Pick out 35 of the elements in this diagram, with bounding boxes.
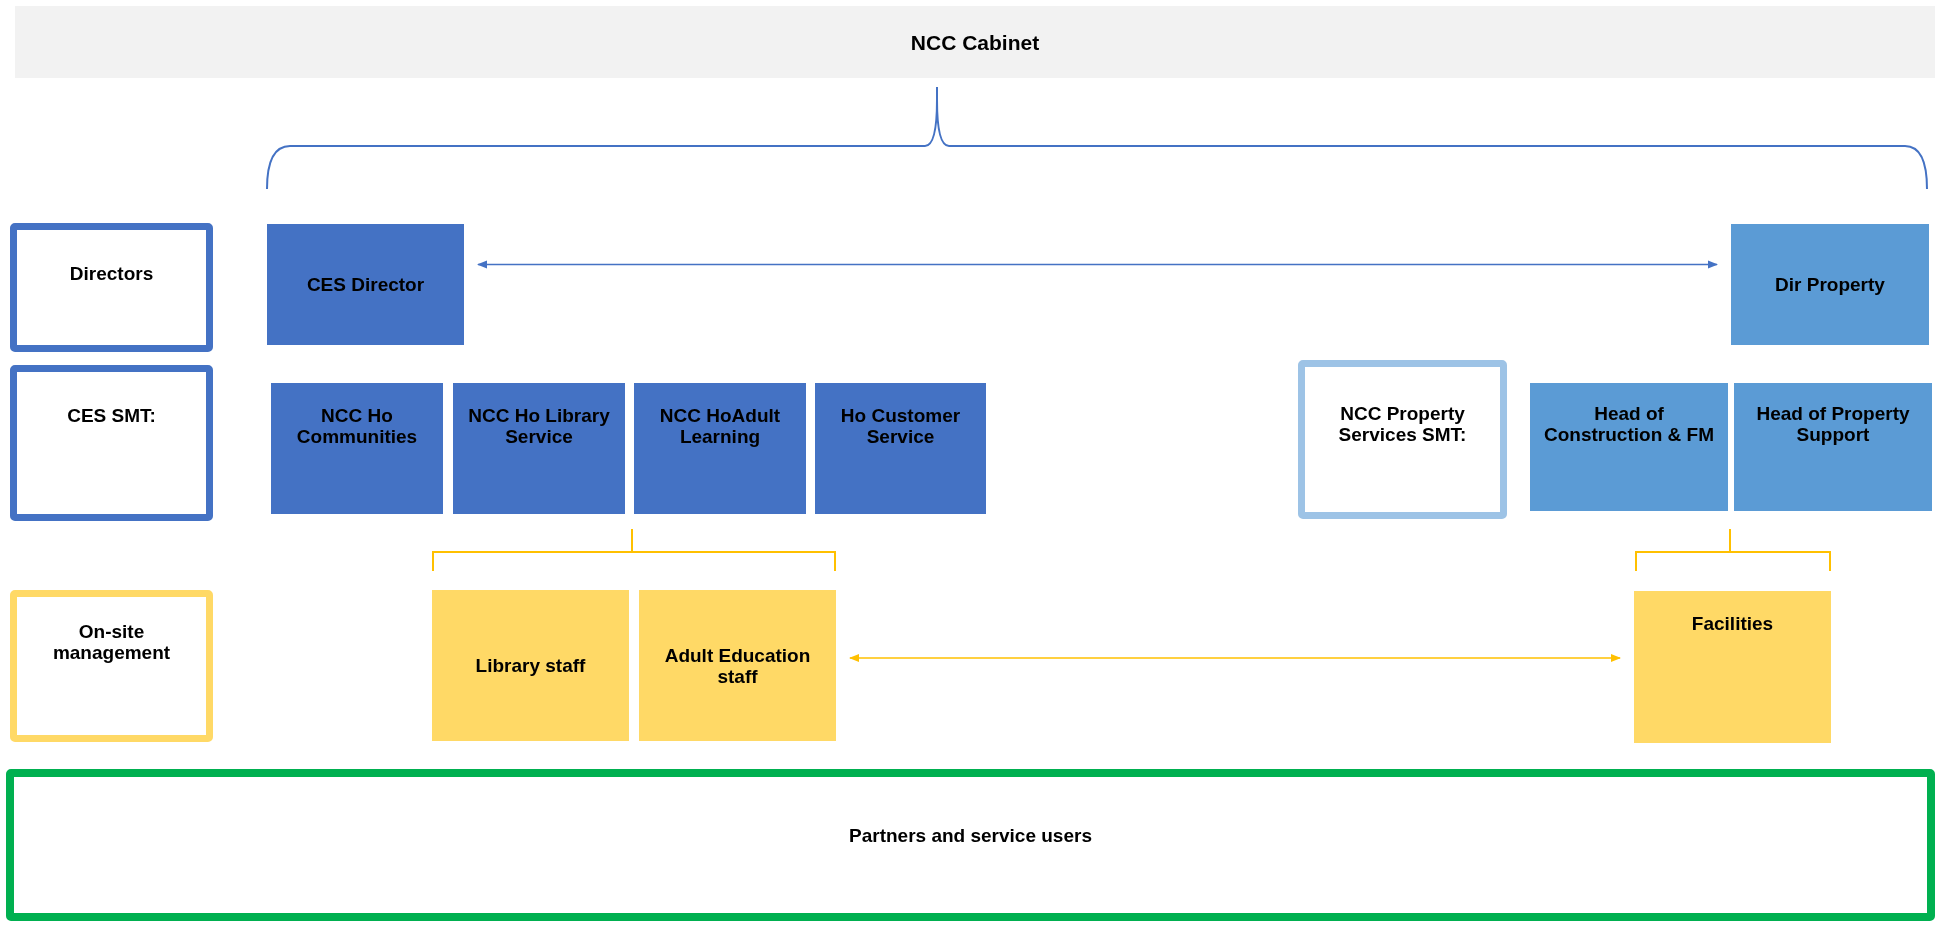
row-label-box <box>1298 360 1507 519</box>
row-label-box <box>10 365 213 521</box>
role-box <box>1731 224 1929 345</box>
node-label: NCC Ho Communities <box>295 405 419 447</box>
staff-box <box>432 590 629 741</box>
node-label: NCC Ho Library Service <box>467 405 611 447</box>
node-label: Head of Property Support <box>1755 403 1911 445</box>
node-label: On-site management <box>51 621 172 663</box>
node-label: Ho Customer Service <box>839 405 962 447</box>
node-label: Head of Construction & FM <box>1543 403 1715 445</box>
role-box <box>267 224 464 345</box>
node-label: NCC Cabinet <box>910 31 1040 53</box>
row-label-box <box>10 590 213 742</box>
row-label-box <box>10 223 213 352</box>
staff-box <box>639 590 836 741</box>
role-box <box>1530 383 1728 511</box>
double-arrow <box>476 260 1719 269</box>
node-label: Directors <box>69 263 154 284</box>
node-label: CES SMT: <box>67 405 156 426</box>
node-label: NCC HoAdult Learning <box>658 405 782 447</box>
partners-box <box>6 769 1935 921</box>
staff-box <box>1634 591 1831 743</box>
role-box <box>271 383 443 514</box>
node-label: Library staff <box>475 655 586 676</box>
role-box <box>815 383 986 514</box>
double-arrow <box>848 653 1622 663</box>
node-label: Facilities <box>1691 613 1774 634</box>
node-label: CES Director <box>306 274 425 295</box>
node-label: Adult Education staff <box>663 644 812 687</box>
role-box <box>1734 383 1932 511</box>
role-box <box>453 383 625 514</box>
node-label: NCC Property Services SMT: <box>1337 403 1468 445</box>
role-box <box>634 383 806 514</box>
node-label: Dir Property <box>1775 274 1885 295</box>
node-label: Partners and service users <box>849 825 1092 846</box>
